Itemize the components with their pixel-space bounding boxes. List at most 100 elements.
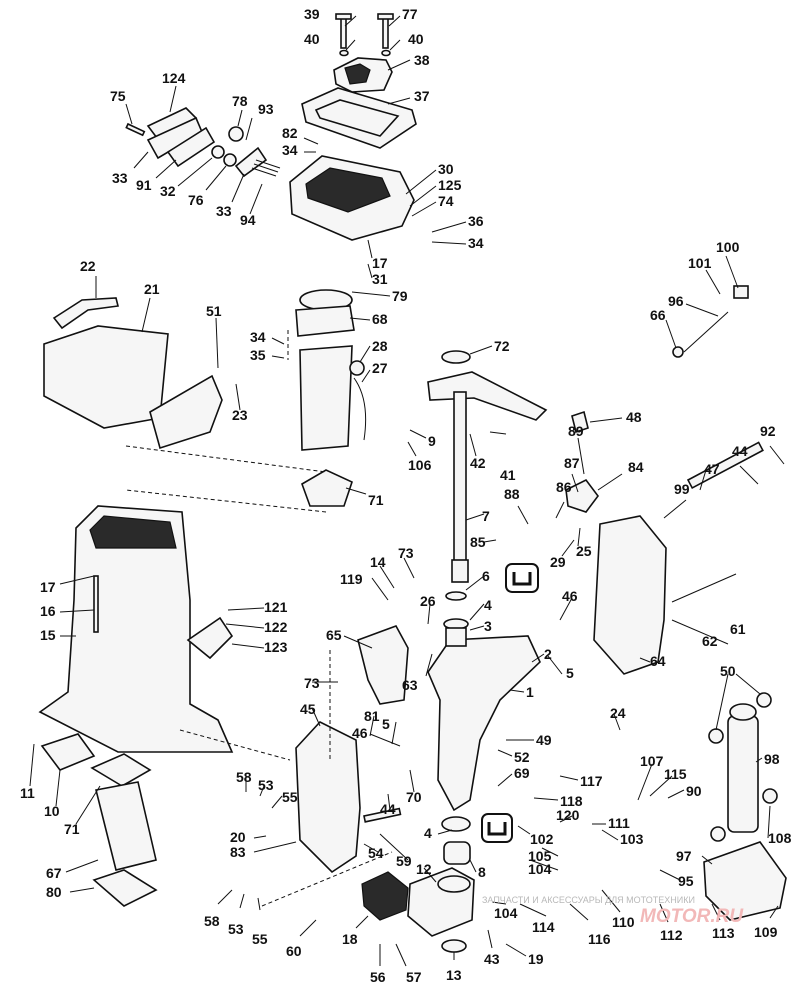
callout-65: 65 xyxy=(326,627,342,643)
hose-27 xyxy=(353,377,367,441)
guide-line xyxy=(125,445,327,473)
callout-74: 74 xyxy=(438,193,454,209)
callout-12: 12 xyxy=(416,861,432,877)
callout-42: 42 xyxy=(470,455,486,471)
mount-bracket-38-shade xyxy=(344,63,371,85)
callout-15: 15 xyxy=(40,627,56,643)
callout-75: 75 xyxy=(110,88,126,104)
callout-91: 91 xyxy=(136,177,152,193)
callout-17: 17 xyxy=(40,579,56,595)
bracket-97 xyxy=(703,841,787,921)
callout-6: 6 xyxy=(482,568,490,584)
callout-7: 7 xyxy=(482,508,490,524)
callout-35: 35 xyxy=(250,347,266,363)
callout-63: 63 xyxy=(402,677,418,693)
tube-flange-68 xyxy=(295,305,355,337)
parts-illustration xyxy=(38,13,787,953)
callout-92: 92 xyxy=(760,423,776,439)
watermark: ЗАПЧАСТИ И АКСЕССУАРЫ ДЛЯ МОТОТЕХНИКИ MO… xyxy=(482,895,744,927)
guide-line xyxy=(261,851,393,907)
callout-25: 25 xyxy=(576,543,592,559)
swivel-bracket-1 xyxy=(427,635,541,812)
exhaust-housing-67 xyxy=(95,781,157,871)
stern-bracket-45 xyxy=(295,721,361,874)
callout-40: 40 xyxy=(304,31,320,47)
callout-118: 118 xyxy=(560,793,583,809)
callout-112: 112 xyxy=(660,927,683,943)
callout-16: 16 xyxy=(40,603,56,619)
callout-104: 104 xyxy=(528,861,552,877)
housing-top-15 xyxy=(89,515,177,549)
callout-122: 122 xyxy=(264,619,288,635)
callout-106: 106 xyxy=(408,457,432,473)
callout-69: 69 xyxy=(514,765,530,781)
callout-34: 34 xyxy=(468,235,484,251)
callout-97: 97 xyxy=(676,848,692,864)
callout-53: 53 xyxy=(258,777,274,793)
callout-116: 116 xyxy=(588,931,611,947)
callout-18: 18 xyxy=(342,931,358,947)
callout-31: 31 xyxy=(372,271,388,287)
callout-9: 9 xyxy=(428,433,436,449)
callout-2: 2 xyxy=(544,646,552,662)
bushing-50 xyxy=(756,692,772,708)
callout-45: 45 xyxy=(300,701,316,717)
callout-36: 36 xyxy=(468,213,484,229)
callout-68: 68 xyxy=(372,311,388,327)
callout-26: 26 xyxy=(420,593,436,609)
exhaust-tube-68 xyxy=(299,345,353,451)
callout-34: 34 xyxy=(282,142,298,158)
watermark-caption: ЗАПЧАСТИ И АКСЕССУАРЫ ДЛЯ МОТОТЕХНИКИ xyxy=(482,895,695,905)
leader-lines xyxy=(29,15,785,967)
callout-46: 46 xyxy=(352,725,368,741)
callout-121: 121 xyxy=(264,599,288,615)
callout-66: 66 xyxy=(650,307,666,323)
callout-90: 90 xyxy=(686,783,702,799)
callout-62: 62 xyxy=(702,633,718,649)
knob-48 xyxy=(571,410,589,434)
seal-4 xyxy=(441,816,471,832)
callout-78: 78 xyxy=(232,93,248,109)
callout-111: 111 xyxy=(608,815,630,831)
callout-41: 41 xyxy=(500,467,516,483)
callout-34: 34 xyxy=(250,329,266,345)
callout-51: 51 xyxy=(206,303,222,319)
callout-124: 124 xyxy=(162,70,186,86)
seal-13 xyxy=(441,939,467,953)
callout-22: 22 xyxy=(80,258,96,274)
callout-98: 98 xyxy=(764,751,780,767)
callout-21: 21 xyxy=(144,281,160,297)
gasket-37-inner xyxy=(314,99,400,137)
fitting-28 xyxy=(349,360,365,376)
callout-83: 83 xyxy=(230,844,246,860)
shaft-spline-7 xyxy=(451,559,469,583)
valve-78 xyxy=(228,126,244,142)
knob-66 xyxy=(672,346,684,358)
callout-104: 104 xyxy=(494,905,518,921)
callout-100: 100 xyxy=(716,239,740,255)
seal-32 xyxy=(211,145,225,159)
callout-5: 5 xyxy=(382,716,390,732)
callout-87: 87 xyxy=(564,455,580,471)
callout-57: 57 xyxy=(406,969,422,985)
callout-94: 94 xyxy=(240,212,256,228)
callout-44: 44 xyxy=(380,801,396,817)
callout-114: 114 xyxy=(532,919,555,935)
callout-81: 81 xyxy=(364,708,380,724)
callout-19: 19 xyxy=(528,951,544,967)
callout-48: 48 xyxy=(626,409,642,425)
callout-labels: 39 77 40 40 38 124 75 78 93 37 82 34 33 … xyxy=(20,6,792,985)
callout-119: 119 xyxy=(340,571,363,587)
callout-96: 96 xyxy=(668,293,684,309)
gasket-71 xyxy=(301,469,353,507)
callout-71: 71 xyxy=(368,492,384,508)
callout-103: 103 xyxy=(620,831,644,847)
block-18 xyxy=(361,871,409,921)
callout-99: 99 xyxy=(674,481,690,497)
callout-86: 86 xyxy=(556,479,572,495)
callout-50: 50 xyxy=(720,663,736,679)
callout-88: 88 xyxy=(504,486,520,502)
callout-73: 73 xyxy=(398,545,414,561)
bushing-3 xyxy=(445,627,467,647)
gasket-71-lower xyxy=(90,753,152,787)
